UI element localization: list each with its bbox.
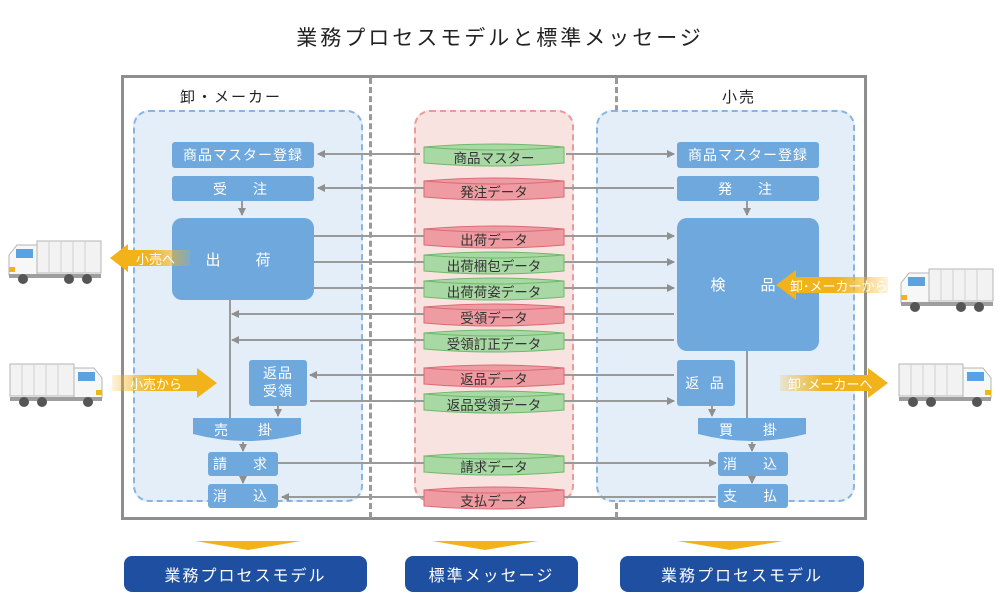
wholesaler-order-received: 受 注 <box>172 176 314 201</box>
message-2: 出荷データ <box>423 224 565 250</box>
message-label: 支払データ <box>460 493 528 510</box>
retailer-payable: 買 掛 <box>719 423 785 439</box>
diagram-frame <box>121 75 867 520</box>
message-cylinder-shape <box>423 303 565 327</box>
payable-ledger-shape <box>698 418 806 441</box>
retailer-header: 小売 <box>722 88 757 106</box>
footer-standard-message: 標準メッセージ <box>405 556 578 592</box>
from-wholesaler-label: 卸･メーカーから <box>790 279 888 295</box>
from-retailer-label: 小売から <box>130 377 183 393</box>
message-cylinder-shape <box>423 251 565 275</box>
message-label: 返品受領データ <box>446 397 542 414</box>
truck-icon <box>8 240 102 284</box>
message-9: 請求データ <box>423 451 565 477</box>
message-10: 支払データ <box>423 485 565 511</box>
wholesaler-header: 卸・メーカー <box>180 88 283 106</box>
message-label: 出荷データ <box>460 232 528 249</box>
message-cylinder-shape <box>423 143 565 167</box>
truck-icon <box>9 363 103 407</box>
message-cylinder-shape <box>423 390 565 414</box>
receivable-ledger-shape <box>193 418 301 441</box>
message-8: 返品受領データ <box>423 389 565 415</box>
to-wholesaler-arrow <box>780 368 888 398</box>
wholesaler-clearing: 消 込 <box>208 484 278 508</box>
footer-process-model-wholesaler: 業務プロセスモデル <box>124 556 367 592</box>
message-6: 受領訂正データ <box>423 328 565 354</box>
wholesaler-billing: 請 求 <box>208 452 278 476</box>
retailer-master-registration: 商品マスター登録 <box>677 142 819 168</box>
wholesaler-receivable: 売 掛 <box>214 423 280 439</box>
message-cylinder-shape <box>423 277 565 301</box>
message-3: 出荷梱包データ <box>423 250 565 276</box>
to-wholesaler-label: 卸･メーカーへ <box>788 377 873 393</box>
footer-chevron-right <box>677 541 783 550</box>
message-label: 出荷荷姿データ <box>446 284 542 301</box>
message-7: 返品データ <box>423 363 565 389</box>
message-cylinder-shape <box>423 225 565 249</box>
to-retailer-arrow <box>110 244 190 272</box>
message-label: 発注データ <box>460 184 528 201</box>
message-label: 受領データ <box>460 310 528 327</box>
message-cylinder-shape <box>423 452 565 476</box>
wholesaler-master-registration: 商品マスター登録 <box>172 142 314 168</box>
footer-chevron-left <box>195 541 301 550</box>
wholesaler-return-receipt: 返品 受領 <box>249 360 307 406</box>
message-label: 出荷梱包データ <box>446 258 542 275</box>
footer-process-model-retailer: 業務プロセスモデル <box>620 556 864 592</box>
message-cylinder-shape <box>423 364 565 388</box>
message-label: 受領訂正データ <box>446 336 542 353</box>
message-4: 出荷荷姿データ <box>423 276 565 302</box>
message-label: 返品データ <box>460 371 528 388</box>
footer-chevron-center <box>432 541 538 550</box>
message-1: 発注データ <box>423 176 565 202</box>
truck-icon <box>900 268 994 312</box>
from-wholesaler-arrow <box>776 270 888 300</box>
message-5: 受領データ <box>423 302 565 328</box>
message-cylinder-shape <box>423 177 565 201</box>
retailer-returns: 返 品 <box>677 360 735 406</box>
diagram-title: 業務プロセスモデルと標準メッセージ <box>296 26 704 50</box>
truck-icon <box>898 363 992 407</box>
retailer-ordering: 発 注 <box>677 176 819 201</box>
message-label: 請求データ <box>460 459 528 476</box>
from-retailer-arrow <box>112 368 217 398</box>
column-divider-left <box>369 78 372 518</box>
retailer-clearing: 消 込 <box>718 452 788 476</box>
to-retailer-label: 小売へ <box>136 252 176 268</box>
message-label: 商品マスター <box>453 150 535 167</box>
message-cylinder-shape <box>423 329 565 353</box>
retailer-payment: 支 払 <box>718 484 788 508</box>
message-0: 商品マスター <box>423 142 565 168</box>
wholesaler-shipping: 出 荷 <box>172 218 314 300</box>
message-cylinder-shape <box>423 486 565 510</box>
